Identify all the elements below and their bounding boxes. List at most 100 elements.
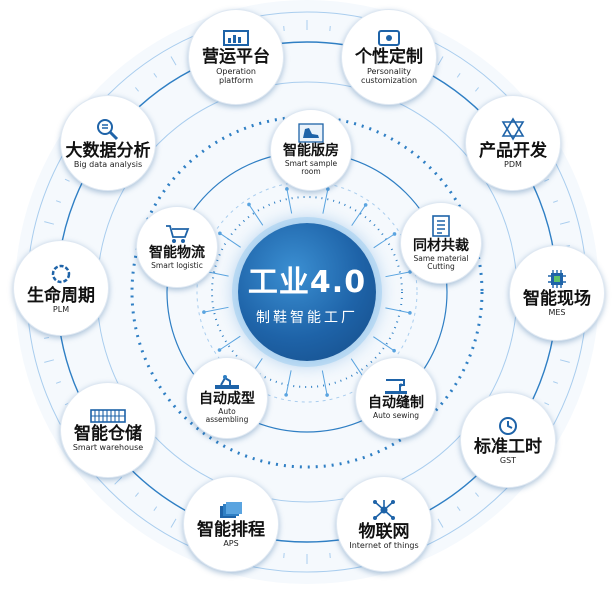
node-same-material-cutting: 同材共裁 Same material Cutting (400, 202, 482, 284)
circuit-line (322, 188, 329, 214)
node-mes: 智能现场 MES (509, 245, 605, 341)
node-title: 个性定制 (355, 46, 423, 67)
ring-tick (153, 506, 158, 512)
ring-tick (559, 359, 570, 363)
circuit-line (219, 232, 241, 248)
ring-tick (475, 87, 480, 92)
circuit-line (321, 370, 328, 396)
node-big-data-analysis: 大数据分析 Big data analysis (60, 95, 156, 191)
cart-icon (166, 225, 190, 244)
schedule-icon (220, 501, 242, 518)
node-aps: 智能排程 APS (183, 476, 279, 572)
node-subtitle: Smart logistic (151, 260, 203, 270)
node-title: 智能排程 (197, 519, 265, 540)
node-title: 标准工时 (474, 436, 542, 457)
circuit-dot (218, 231, 222, 236)
inner-dotted-ring (211, 196, 403, 388)
ring-tick (55, 200, 61, 203)
circuit-dot (392, 348, 396, 353)
node-plm: 生命周期 PLM (13, 240, 109, 336)
ring-tick (44, 221, 55, 225)
circuit-dot (284, 393, 288, 397)
circuit-line (373, 233, 395, 249)
circuit-dot (392, 232, 397, 236)
node-personality-customization: 个性定制 Personality customization (341, 9, 437, 105)
node-title: 智能仓储 (74, 423, 142, 444)
shoe-icon (298, 123, 324, 143)
node-title: 自动缝制 (368, 395, 424, 412)
node-title: 产品开发 (479, 140, 547, 161)
node-auto-assembling: 自动成型 Auto assembling (186, 357, 268, 439)
node-smart-warehouse: 智能仓储 Smart warehouse (60, 382, 156, 478)
cycle-icon (51, 264, 71, 283)
ring-tick (544, 178, 550, 182)
ring-tick (475, 492, 480, 497)
node-title: 智能版房 (283, 143, 339, 160)
node-internet-of-things: 物联网 Internet of things (336, 476, 432, 572)
sewing-machine-icon (385, 379, 407, 395)
circuit-dot (217, 348, 222, 352)
ring-tick (456, 72, 461, 78)
ring-tick (153, 72, 158, 78)
ring-tick (170, 518, 177, 528)
node-subtitle: Auto assembling (205, 406, 249, 425)
inner-ring-dashed (196, 181, 418, 403)
node-subtitle: APS (223, 539, 239, 549)
magnifier-icon (97, 118, 119, 140)
center-title: 工业4.0 (247, 265, 367, 300)
circuit-line (285, 370, 292, 396)
node-subtitle: GST (499, 456, 517, 466)
network-icon (373, 499, 395, 520)
circuit-dot (363, 203, 368, 207)
ring-tick (134, 87, 139, 92)
node-title: 物联网 (358, 521, 410, 542)
node-subtitle: Internet of things (349, 541, 419, 551)
circuit-line (385, 271, 411, 278)
ring-tick (134, 492, 139, 497)
machine-icon (215, 375, 239, 390)
node-gst: 标准工时 GST (460, 392, 556, 488)
ring-tick (44, 359, 55, 363)
ring-tick (170, 56, 177, 66)
dashboard-icon (223, 29, 249, 46)
node-subtitle: MES (548, 308, 566, 318)
circuit-dot (202, 310, 206, 314)
target-icon (378, 29, 400, 46)
ring-tick (64, 178, 70, 182)
ring-tick (43, 337, 50, 339)
node-subtitle: Auto sewing (372, 410, 420, 420)
node-pdm: 产品开发 PDM (465, 95, 561, 191)
ring-tick (55, 381, 61, 384)
node-title: 营运平台 (202, 46, 270, 67)
ring-tick (544, 402, 550, 406)
circuit-line (203, 306, 229, 313)
node-subtitle: Smart sample room (284, 158, 338, 177)
node-subtitle: PDM (504, 160, 522, 170)
node-title: 智能现场 (523, 288, 591, 309)
ring-tick (114, 476, 123, 485)
ring-tick (553, 200, 559, 203)
node-subtitle: Personality customization (360, 66, 418, 85)
node-subtitle: Big data analysis (73, 160, 143, 170)
node-subtitle: Operation platform (216, 66, 256, 85)
node-title: 同材共裁 (413, 238, 469, 255)
node-auto-sewing: 自动缝制 Auto sewing (355, 357, 437, 439)
circuit-line (373, 336, 395, 352)
circuit-dot (408, 311, 412, 315)
circuit-dot (326, 187, 330, 191)
node-smart-logistic: 智能物流 Smart logistic (136, 206, 218, 288)
node-subtitle: Same material Cutting (413, 253, 469, 272)
node-title: 大数据分析 (65, 140, 151, 161)
circuit-dot (247, 202, 251, 207)
center-subtitle: 制鞋智能工厂 (256, 310, 358, 326)
node-smart-sample-room: 智能版房 Smart sample room (270, 109, 352, 191)
ring-tick (456, 506, 461, 512)
center-hub: 工业4.0 制鞋智能工厂 (238, 223, 376, 361)
document-icon (432, 215, 450, 237)
ring-tick (437, 56, 444, 66)
node-subtitle: PLM (52, 305, 70, 315)
ring-tick (559, 221, 570, 225)
circuit-line (286, 188, 293, 214)
node-title: 自动成型 (199, 391, 255, 408)
